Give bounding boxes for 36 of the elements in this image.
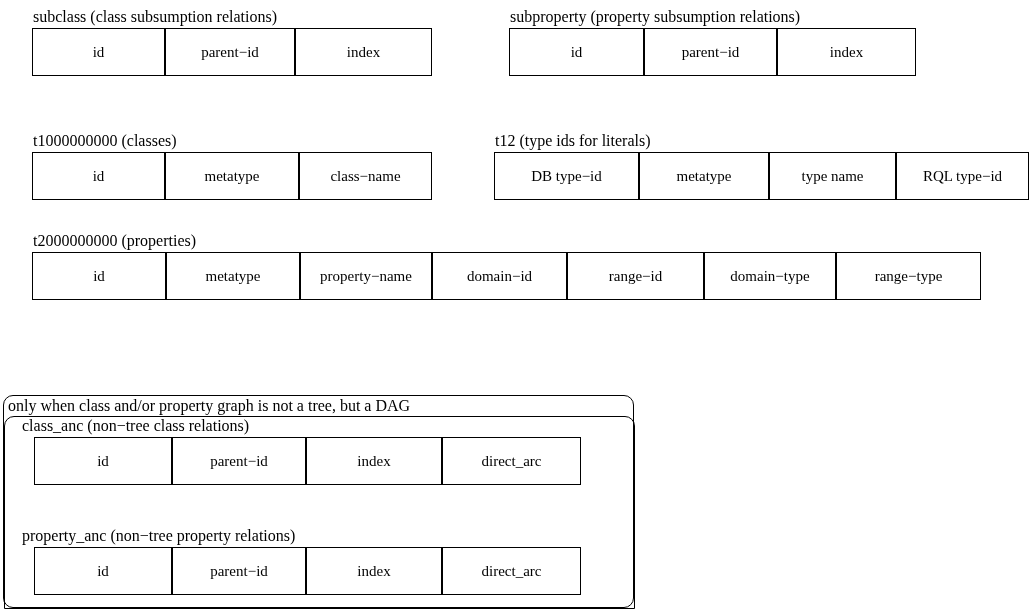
table-title: t2000000000 (properties) [33, 232, 197, 250]
table-cell: parent−id [644, 28, 777, 76]
table-cell: metatype [166, 252, 300, 300]
table-cell: range−type [836, 252, 981, 300]
table-title: t1000000000 (classes) [33, 132, 177, 150]
table-cell: direct_arc [442, 437, 581, 485]
table-cell: index [306, 547, 442, 595]
table-cell: index [306, 437, 442, 485]
table-cell: id [509, 28, 644, 76]
table-title: property_anc (non−tree property relations) [22, 527, 296, 545]
table-cell: id [32, 152, 165, 200]
table-title: t12 (type ids for literals) [495, 132, 651, 150]
table-cell: direct_arc [442, 547, 581, 595]
table-cell: parent−id [165, 28, 295, 76]
table-cell: parent−id [172, 437, 306, 485]
table-cell: property−name [300, 252, 432, 300]
table-cell: parent−id [172, 547, 306, 595]
table-cell: metatype [165, 152, 299, 200]
table-cell: type name [769, 152, 896, 200]
table-cell: id [34, 547, 172, 595]
table-cell: RQL type−id [896, 152, 1029, 200]
table-cell: range−id [567, 252, 704, 300]
table-title: subproperty (property subsumption relations) [510, 8, 801, 26]
table-cell: DB type−id [494, 152, 639, 200]
table-title: class_anc (non−tree class relations) [22, 417, 250, 435]
table-cell: metatype [639, 152, 769, 200]
table-cell: index [295, 28, 432, 76]
table-cell: domain−id [432, 252, 567, 300]
table-title: subclass (class subsumption relations) [33, 8, 277, 26]
frame-heading: only when class and/or property graph is not a tree, but a DAG [8, 397, 411, 415]
table-cell: id [32, 28, 165, 76]
table-cell: id [34, 437, 172, 485]
table-cell: id [32, 252, 166, 300]
table-cell: index [777, 28, 916, 76]
table-cell: class−name [299, 152, 432, 200]
table-cell: domain−type [704, 252, 836, 300]
